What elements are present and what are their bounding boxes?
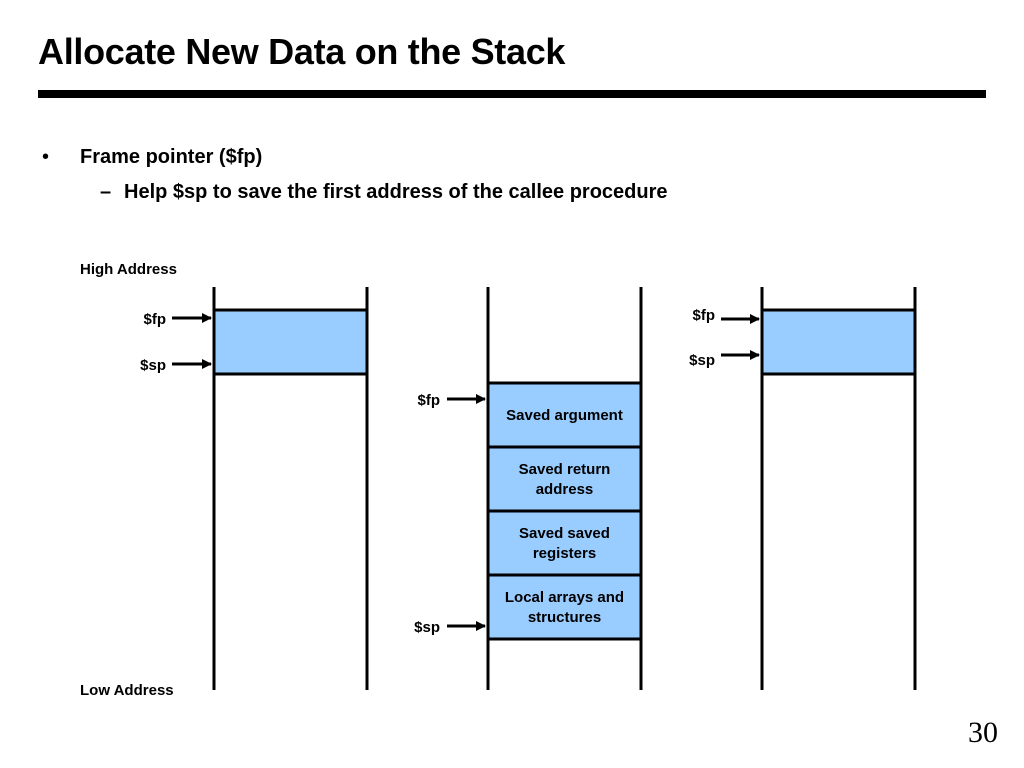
bullet-frame-pointer: Frame pointer ($fp) bbox=[80, 146, 263, 168]
sub-bullet-dash: – bbox=[100, 181, 112, 203]
frame-block-label: Saved argument bbox=[506, 407, 623, 424]
caller-frame-block bbox=[212, 308, 369, 376]
high-address-label: High Address bbox=[80, 261, 177, 278]
frame-block-label: Saved saved bbox=[519, 525, 610, 542]
bullet-mark: • bbox=[42, 146, 50, 168]
frame-block bbox=[486, 445, 643, 513]
frame-block-label: Local arrays and bbox=[505, 589, 624, 606]
stack-before-call: $fp $sp bbox=[140, 287, 369, 690]
stack-after-call: $fp $sp bbox=[689, 287, 917, 690]
sub-bullet-help-sp: Help $sp to save the first address of th… bbox=[124, 181, 668, 203]
title-rule bbox=[38, 90, 986, 98]
frame-block-label: registers bbox=[533, 545, 596, 562]
sp-label: $sp bbox=[689, 352, 715, 369]
frame-block bbox=[486, 509, 643, 577]
frame-block bbox=[486, 573, 643, 641]
frame-block-label: Saved return bbox=[519, 461, 611, 478]
frame-block-label: address bbox=[536, 481, 594, 498]
page-number: 30 bbox=[968, 716, 998, 749]
slide-title: Allocate New Data on the Stack bbox=[38, 31, 566, 72]
fp-label: $fp bbox=[693, 307, 716, 324]
caller-frame-block bbox=[760, 308, 917, 376]
fp-label: $fp bbox=[418, 392, 441, 409]
sp-label: $sp bbox=[414, 619, 440, 636]
fp-label: $fp bbox=[144, 311, 167, 328]
low-address-label: Low Address bbox=[80, 682, 174, 699]
frame-block-label: structures bbox=[528, 609, 601, 626]
sp-label: $sp bbox=[140, 357, 166, 374]
